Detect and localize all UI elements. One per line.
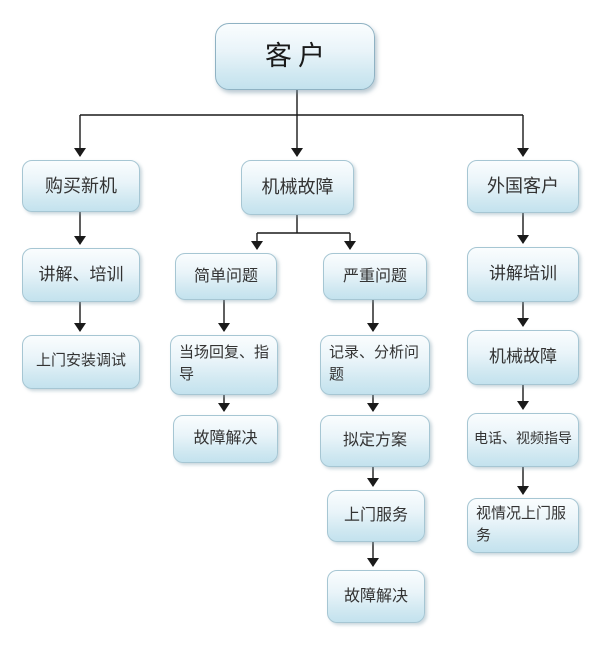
node-phone-video-guidance-label: 电话、视频指导 [474, 431, 572, 447]
node-formulate-plan: 拟定方案 [320, 415, 430, 467]
node-simple-problem-label: 简单问题 [193, 267, 258, 285]
node-explain-training-left-label: 讲解、培训 [38, 264, 124, 284]
node-foreign-customer-label: 外国客户 [487, 176, 559, 197]
node-serious-problem-label: 严重问题 [342, 267, 407, 285]
node-situational-onsite-service: 视情况上门服务 [467, 498, 579, 553]
node-onsite-reply-guidance: 当场回复、指导 [170, 335, 278, 395]
node-explain-training-left: 讲解、培训 [22, 248, 140, 302]
node-onsite-service: 上门服务 [327, 490, 425, 542]
node-onsite-install-debug: 上门安装调试 [22, 335, 140, 389]
node-explain-training-right: 讲解培训 [467, 247, 579, 302]
node-mechanical-failure-right-label: 机械故障 [489, 347, 557, 367]
node-mechanical-failure-label: 机械故障 [261, 177, 334, 198]
node-customer-label: 客户 [265, 40, 331, 71]
node-fault-resolved-serious-label: 故障解决 [343, 587, 408, 605]
node-onsite-reply-guidance-label: 当场回复、指导 [179, 345, 270, 383]
node-mechanical-failure: 机械故障 [241, 160, 354, 215]
node-buy-new-machine-label: 购买新机 [45, 175, 117, 196]
node-foreign-customer: 外国客户 [467, 160, 579, 213]
node-formulate-plan-label: 拟定方案 [342, 432, 407, 450]
node-fault-resolved-simple-label: 故障解决 [193, 430, 258, 448]
node-fault-resolved-simple: 故障解决 [173, 415, 278, 463]
node-fault-resolved-serious: 故障解决 [327, 570, 425, 623]
node-customer: 客户 [215, 23, 375, 90]
node-phone-video-guidance: 电话、视频指导 [467, 413, 579, 467]
node-onsite-service-label: 上门服务 [343, 507, 408, 525]
node-serious-problem: 严重问题 [323, 253, 427, 300]
node-buy-new-machine: 购买新机 [22, 160, 140, 212]
node-situational-onsite-service-label: 视情况上门服务 [476, 505, 567, 544]
node-record-analyze-problem: 记录、分析问题 [320, 335, 430, 395]
node-explain-training-right-label: 讲解培训 [489, 264, 557, 284]
node-record-analyze-problem-label: 记录、分析问题 [329, 345, 420, 383]
node-mechanical-failure-right: 机械故障 [467, 330, 579, 385]
node-onsite-install-debug-label: 上门安装调试 [35, 353, 126, 370]
node-simple-problem: 简单问题 [175, 253, 277, 300]
